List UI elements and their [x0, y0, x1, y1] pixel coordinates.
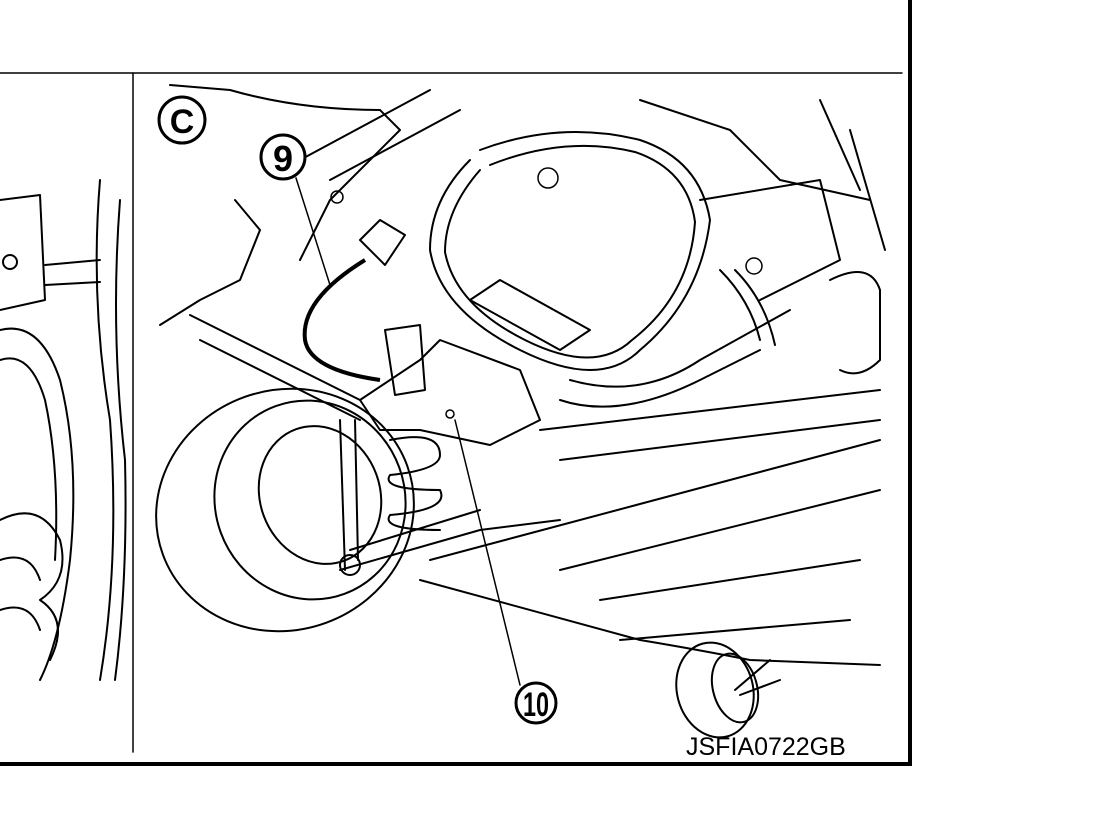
callout-10: 10: [514, 681, 558, 725]
leader-line-9: [295, 177, 331, 286]
callout-10-text: 10: [523, 686, 549, 724]
view-label-c: C: [157, 95, 207, 145]
left-panel-drawing: [0, 179, 127, 681]
callout-9: 9: [259, 133, 307, 181]
view-label-text: C: [170, 103, 195, 141]
leader-line-10: [454, 419, 521, 686]
underbody-drawing: [155, 84, 886, 739]
callout-9-text: 9: [273, 138, 293, 179]
figure-code: JSFIA0722GB: [686, 733, 846, 761]
frame: [0, 0, 912, 766]
